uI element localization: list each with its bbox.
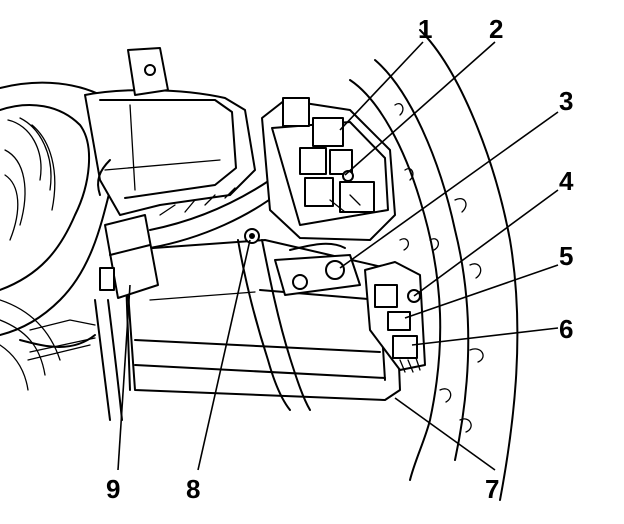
connector-block [99,214,159,299]
callout-3: 3 [559,86,573,116]
battery [124,239,401,401]
air-box [84,89,256,216]
callout-labels: 1 2 3 4 5 6 7 8 9 [106,14,574,504]
callout-8: 8 [186,474,200,504]
hold-down-strap [237,228,311,411]
callout-5: 5 [559,241,573,271]
mount-bracket [127,47,169,96]
callout-6: 6 [559,314,573,344]
battery-terminal [274,242,361,296]
callout-9: 9 [106,474,120,504]
callout-2: 2 [489,14,503,44]
callout-1: 1 [418,14,432,44]
callout-7: 7 [485,474,499,504]
callout-4: 4 [559,166,574,196]
leader-lines [117,41,559,471]
wiring-harness [29,299,123,421]
underhood-fuse-block [261,97,396,241]
